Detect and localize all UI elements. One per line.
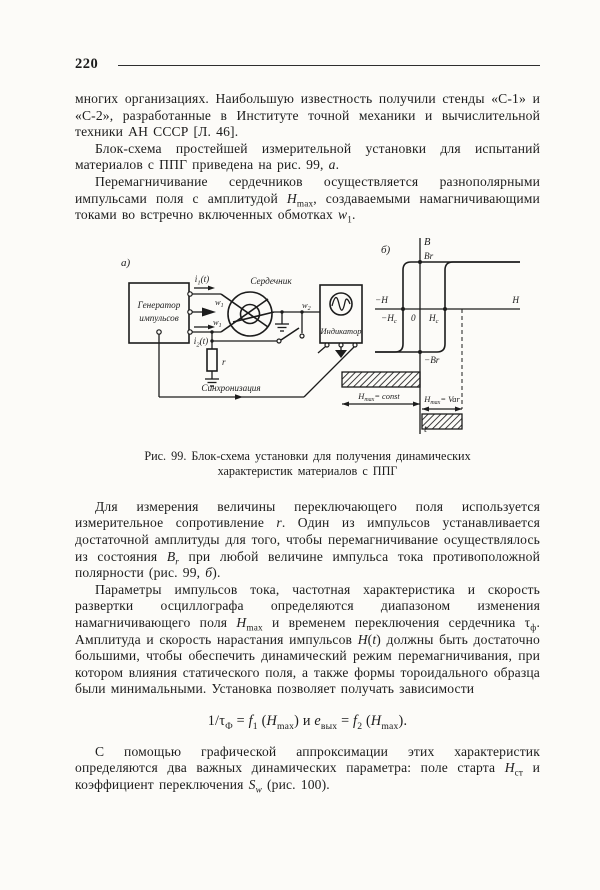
minus-br-label: −Br — [424, 355, 440, 365]
diagram-part-b: б) B Br — [341, 237, 520, 435]
generator-label-line2: импульсов — [139, 313, 179, 323]
axis-b-label: B — [424, 237, 431, 248]
indicator-box — [317, 283, 363, 358]
pulse-bar-var — [421, 406, 463, 430]
output-wire-and-ground — [274, 310, 320, 332]
block-diagram-svg: а) Генератор импульсов — [121, 237, 520, 435]
body-text: многих организациях. Наибольшую известно… — [75, 91, 540, 794]
winding-w1-label: w1 — [215, 298, 224, 309]
sync-label: Синхронизация — [201, 383, 260, 393]
diagram-part-a: а) Генератор импульсов — [121, 257, 363, 400]
hmax-const-label: Hmax= const — [357, 392, 400, 403]
current-i2-label: i2(t) — [194, 336, 208, 349]
part-a-label: а) — [121, 257, 131, 269]
body-paragraph: многих организациях. Наибольшую известно… — [75, 91, 540, 140]
page-header: 220 — [75, 56, 540, 73]
br-label: Br — [424, 251, 434, 261]
core-label: Сердечник — [250, 276, 292, 286]
h-label: H — [511, 295, 520, 305]
minus-hc-label: −Hc — [381, 313, 397, 325]
body-paragraph: С помощью графической аппроксимации этих… — [75, 743, 540, 795]
hysteresis-loop — [375, 259, 520, 354]
winding-w2-label: w2 — [302, 301, 311, 312]
hmax-var-label: Hmax= Var — [423, 395, 460, 406]
generator-wires — [192, 285, 221, 333]
winding-w1b-label: w1 — [213, 318, 222, 329]
resistor-r — [205, 330, 219, 387]
body-paragraph: Параметры импульсов тока, частотная хара… — [75, 581, 540, 697]
body-paragraph: Блок-схема простейшей измерительной уста… — [75, 140, 540, 173]
generator-label-line1: Генератор — [137, 300, 181, 310]
formula: 1/τФ = f1 (Hmax) и eвых = f2 (Hmax). — [207, 712, 408, 732]
sync-line — [158, 333, 356, 400]
resistor-r-label: r — [222, 357, 226, 367]
part-b-label: б) — [381, 244, 391, 256]
body-paragraph: Для измерения величины переключающего по… — [75, 498, 540, 581]
hysteresis-axes — [375, 237, 520, 434]
pulse-bar-const — [341, 371, 421, 407]
figure-caption: Рис. 99. Блок-схема установки для получе… — [144, 448, 471, 478]
switch — [212, 310, 305, 344]
body-paragraph: Перемагничивание сердечников осуществляе… — [75, 173, 540, 225]
figure-99: а) Генератор импульсов — [75, 232, 540, 479]
core-torus — [220, 290, 275, 337]
axis-t-label: t — [424, 424, 428, 435]
minus-h-label: −H — [375, 295, 389, 305]
origin-label: 0 — [411, 313, 416, 323]
header-rule — [118, 64, 540, 67]
waveform-icon — [331, 296, 351, 311]
hc-label: Hc — [428, 313, 439, 325]
page-number: 220 — [75, 56, 99, 72]
indicator-label: Индикатор — [320, 327, 362, 336]
generator-terminals — [156, 290, 193, 335]
current-i1-label: i1(t) — [195, 274, 209, 287]
